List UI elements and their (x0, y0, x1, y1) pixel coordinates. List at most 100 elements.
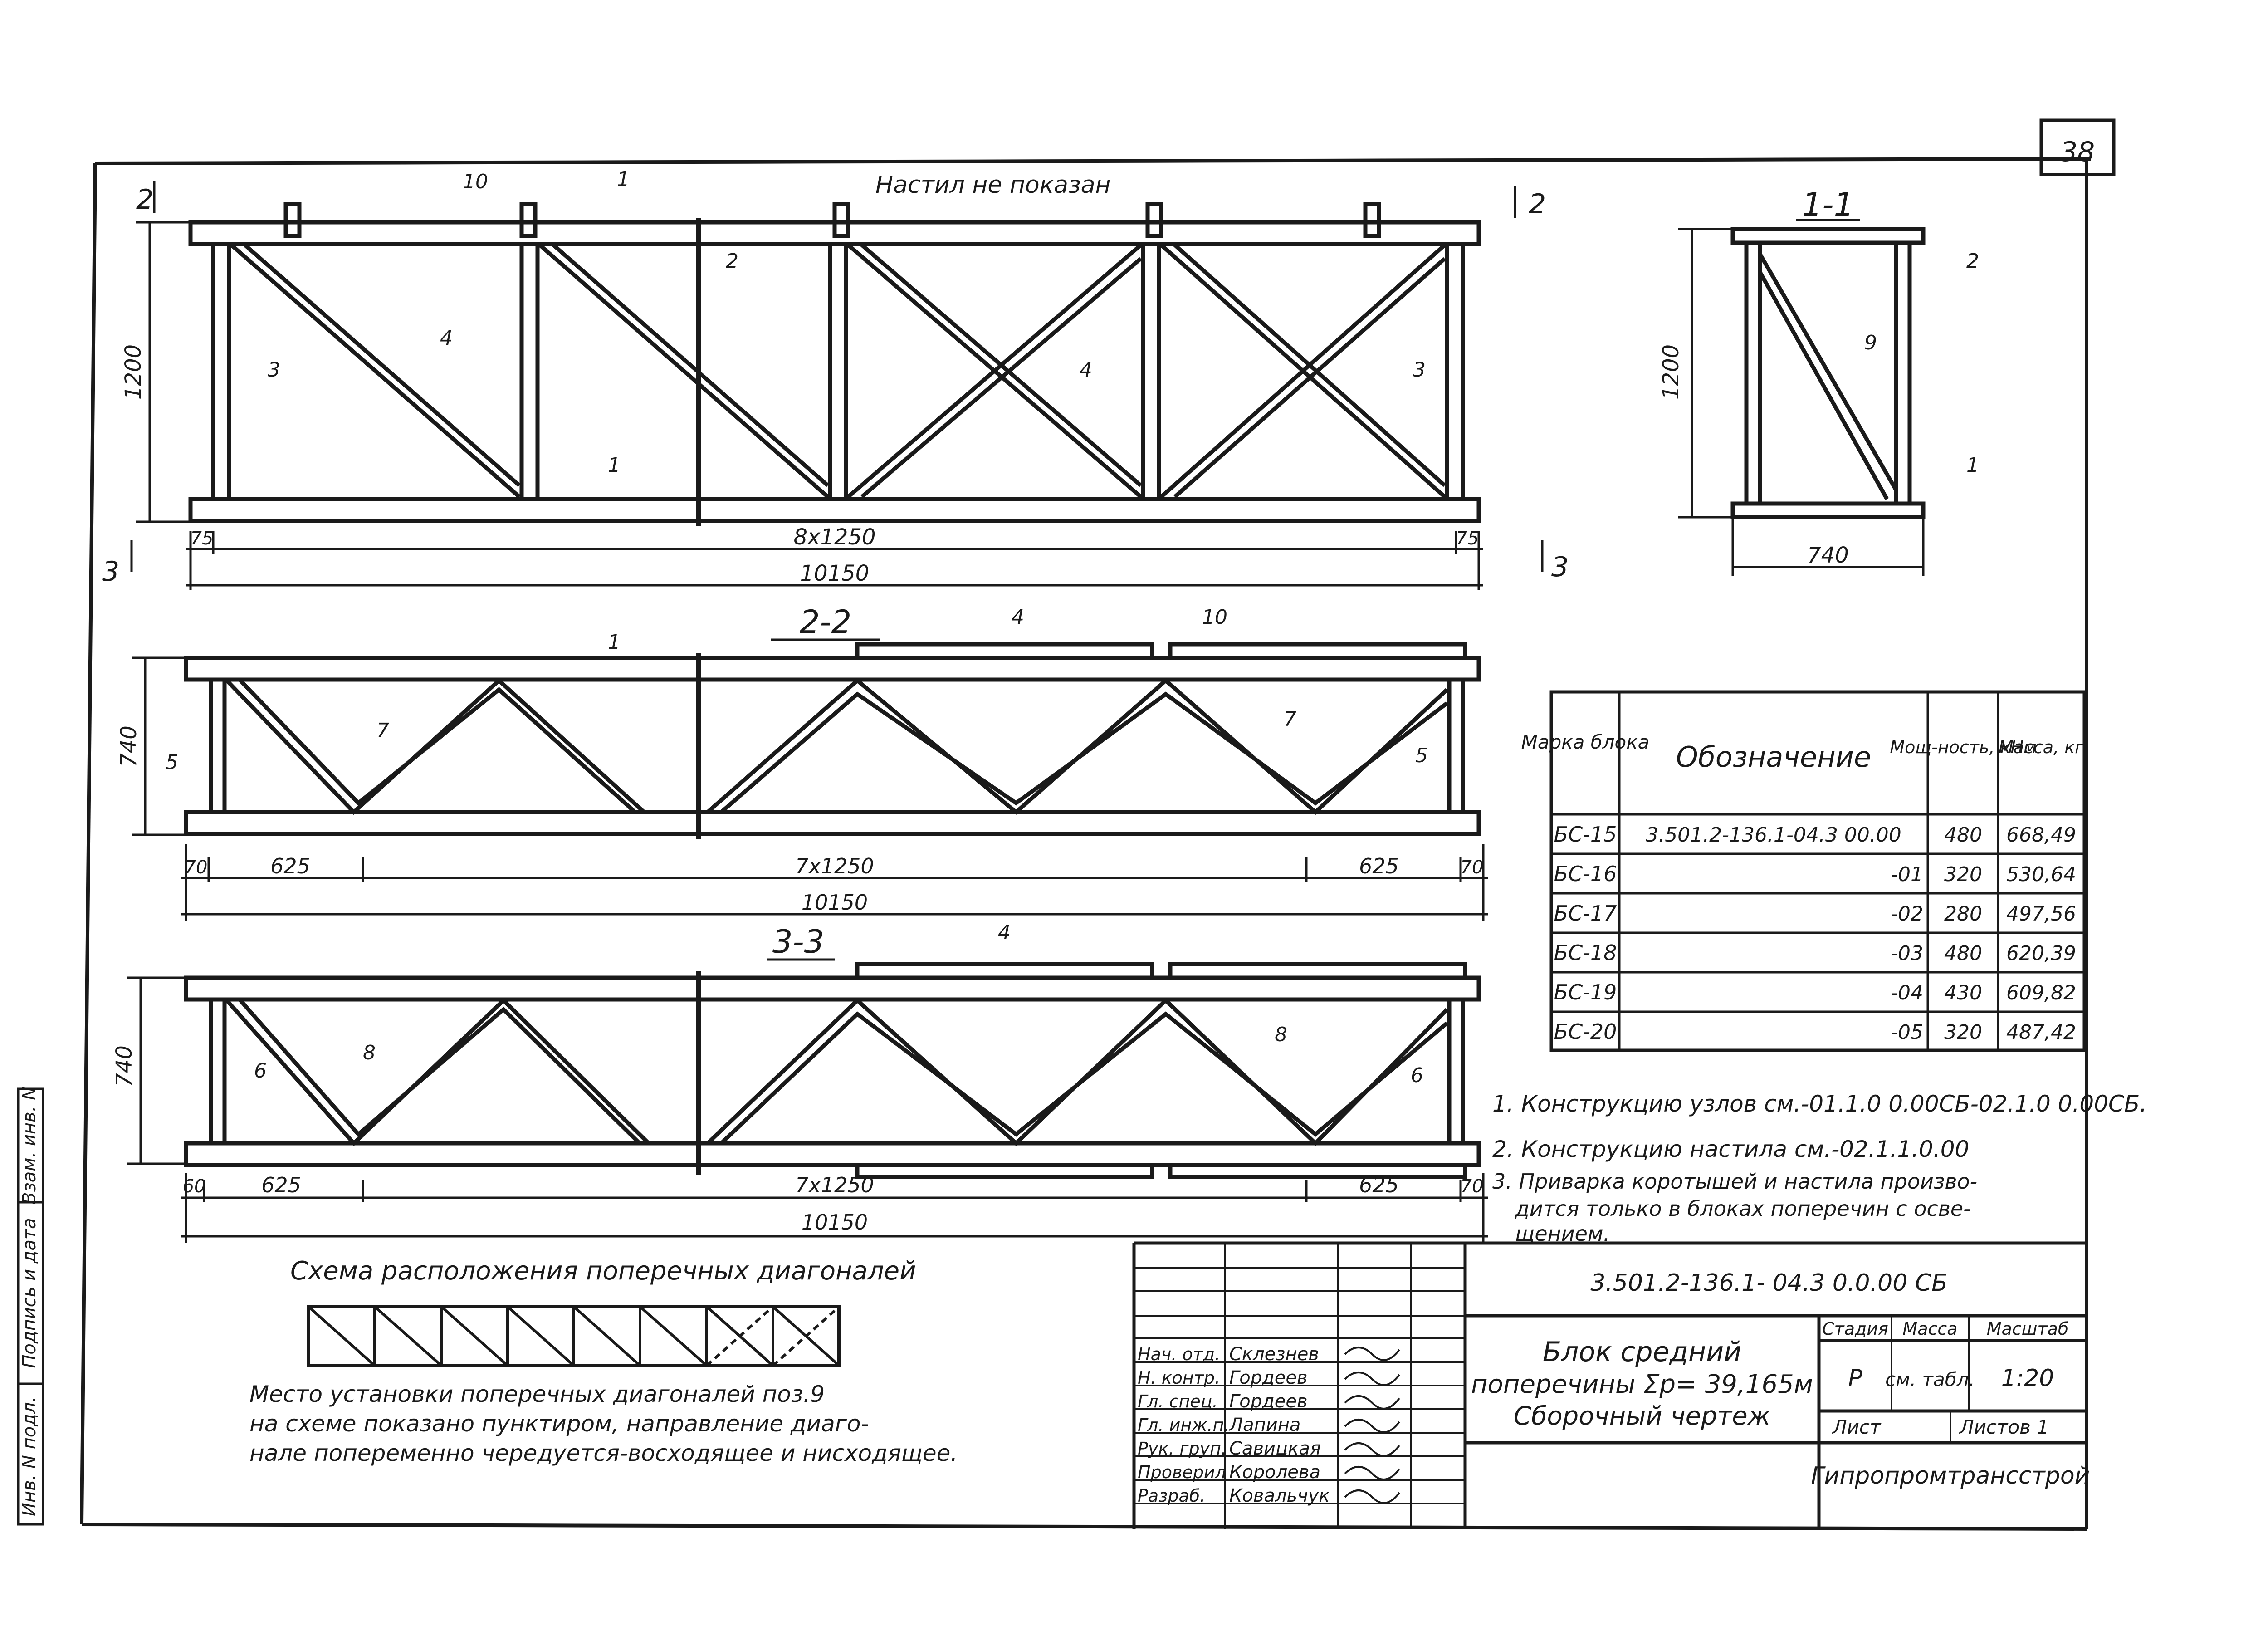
label-section_2_2-callouts-3: 7 (376, 719, 389, 742)
label-notes-2: 3. Приварка коротышей и настила произво- (1492, 1169, 1977, 1194)
label-spec_table-rows-5-1: -05 (1891, 1021, 1923, 1044)
label-spec_table-rows-3-3: 620,39 (2006, 942, 2076, 965)
label-elevation-cut_tag_left: 2 (136, 184, 153, 216)
label-elevation-callouts-0: 10 (463, 170, 488, 193)
label-notes-1: 2. Конструкцию настила см.-02.1.1.0.00 (1492, 1136, 1969, 1162)
label-spec_table-rows-4-2: 430 (1944, 981, 1982, 1004)
label-title_block-mass: см. табл. (1885, 1368, 1975, 1391)
label-elevation-cut_tag_bottom_right: 3 (1551, 551, 1569, 583)
label-title_block-stage_label: Стадия (1822, 1319, 1888, 1339)
label-title_block-org: Гипропромтрансстрой (1811, 1462, 2090, 1489)
label-section_3_3-dim_625_left: 625 (261, 1173, 301, 1197)
label-elevation-end_right: 75 (1456, 528, 1479, 549)
sheet-frame (80, 157, 2092, 1531)
label-title_block-signers-4-name: Савицкая (1229, 1438, 1321, 1459)
label-elevation-cut_tag_bottom_left: 3 (102, 556, 119, 588)
label-section_2_2-callouts-5: 5 (1415, 744, 1428, 767)
label-spec_table-rows-5-0: БС-20 (1554, 1019, 1617, 1044)
label-spec_table-rows-0-3: 668,49 (2006, 823, 2076, 847)
general-notes: 1. Конструкцию узлов см.-01.1.0 0.00СБ-0… (1492, 1091, 2147, 1246)
label-section_1_1-width_dim: 740 (1807, 543, 1849, 568)
label-section_3_3-height_dim: 740 (112, 1045, 137, 1087)
label-section_2_2-end_right: 70 (1461, 857, 1484, 878)
label-title_block-signers-0-name: Склезнев (1229, 1344, 1319, 1365)
elevation-view: Настил не показан (102, 168, 1569, 590)
label-title_block-signers-5-role: Проверил (1138, 1462, 1226, 1482)
label-spec_table-headers-0: Марка блока (1521, 731, 1650, 753)
label-spec_table-rows-4-0: БС-19 (1554, 980, 1617, 1004)
label-spec_table-rows-2-1: -02 (1891, 902, 1923, 926)
label-elevation-spans: 8х1250 (793, 524, 875, 550)
label-section_3_3-callouts-0: 4 (998, 921, 1011, 944)
label-section_2_2-end_left: 70 (185, 857, 208, 878)
label-section_3_3-callouts-3: 8 (1275, 1023, 1287, 1046)
label-scheme-note-1: на схеме показано пунктиром, направление… (249, 1411, 869, 1437)
label-elevation-callouts-5: 4 (1080, 358, 1092, 382)
label-title_block-signers-1-role: Н. контр. (1138, 1368, 1220, 1388)
label-notes-0: 1. Конструкцию узлов см.-01.1.0 0.00СБ-0… (1492, 1091, 2147, 1117)
label-title_block-doc_code: 3.501.2-136.1- 04.3 0.0.00 СБ (1590, 1269, 1948, 1297)
label-elevation-height_dim: 1200 (121, 344, 146, 400)
label-title_block-signers-6-role: Разраб. (1138, 1486, 1205, 1506)
label-title_block-signers-2-role: Гл. спец. (1138, 1391, 1218, 1411)
sheet-number: 38 (2060, 136, 2095, 168)
label-elevation-callouts-6: 3 (1413, 358, 1426, 382)
label-elevation-callouts-4: 1 (608, 454, 621, 477)
label-title_block-signers-3-role: Гл. инж.п. (1138, 1415, 1229, 1435)
label-section_2_2-dim_625_left: 625 (270, 854, 310, 878)
label-side_stamp-2: Взам. инв. N (19, 1087, 40, 1205)
label-title_block-signers-2-name: Гордеев (1229, 1391, 1308, 1412)
label-section_3_3-spans: 7х1250 (795, 1173, 874, 1197)
label-spec_table-rows-1-0: БС-16 (1554, 862, 1617, 886)
label-spec_table-headers-1: Обозначение (1676, 740, 1871, 774)
diagonal-scheme: Схема расположения поперечных диагоналей… (249, 1256, 958, 1466)
label-scheme-title: Схема расположения поперечных диагоналей (290, 1256, 916, 1286)
label-section_2_2-height_dim: 740 (116, 725, 142, 767)
label-spec_table-rows-3-0: БС-18 (1554, 941, 1617, 965)
label-section_2_2-callouts-0: 4 (1012, 606, 1024, 629)
label-notes-3: дится только в блоках поперечин с осве- (1515, 1196, 1971, 1221)
label-title_block-signers-0-role: Нач. отд. (1138, 1344, 1220, 1364)
label-title_block-title_lines-0: Блок средний (1543, 1336, 1741, 1368)
label-spec_table-rows-1-2: 320 (1944, 863, 1982, 886)
label-section_1_1-callouts-2: 1 (1966, 454, 1979, 477)
label-spec_table-rows-4-3: 609,82 (2006, 981, 2076, 1004)
label-section_3_3-end_right: 70 (1461, 1176, 1484, 1197)
label-section_3_3-total: 10150 (802, 1210, 868, 1234)
label-title_block-sheet_label: Лист (1832, 1416, 1882, 1438)
label-spec_table-rows-2-0: БС-17 (1554, 901, 1617, 926)
label-section_2_2-dim_625_right: 625 (1359, 854, 1399, 878)
label-section_3_3-end_left: 60 (183, 1176, 206, 1197)
label-section_1_1-title: 1-1 (1802, 186, 1854, 223)
label-elevation-callouts-2: 3 (268, 358, 280, 382)
label-title_block-signers-5-name: Королева (1229, 1462, 1320, 1483)
label-spec_table-rows-1-3: 530,64 (2006, 863, 2076, 886)
label-section_2_2-cut_tag: 1 (608, 631, 621, 654)
label-section_2_2-callouts-1: 10 (1202, 606, 1227, 629)
label-title_block-stage: Р (1848, 1365, 1862, 1392)
label-section_3_3-callouts-1: 6 (254, 1059, 267, 1083)
label-elevation-callouts-3: 4 (440, 327, 453, 350)
label-section_2_2-spans: 7х1250 (795, 854, 874, 878)
label-spec_table-rows-0-2: 480 (1944, 823, 1982, 847)
signatures (1344, 1347, 1400, 1504)
title-block: 3.501.2-136.1- 04.3 0.0.00 СБ Блок средн… (1132, 1241, 2090, 1529)
label-section_3_3-callouts-2: 8 (363, 1041, 376, 1064)
label-scheme-note-0: Место установки поперечных диагоналей по… (249, 1381, 825, 1407)
section-1-1: 1-1 1200 740 2 9 1 (1658, 186, 1979, 576)
label-title_block-scale_label: Масштаб (1987, 1319, 2069, 1339)
label-elevation-callouts-1: 2 (726, 250, 738, 273)
hidden-note: Настил не показан (875, 171, 1111, 199)
section-2-2: 2-2 1 740 70 70 625 7х1250 625 10150 (116, 603, 1488, 921)
label-section_1_1-callouts-1: 9 (1864, 331, 1877, 354)
label-section_2_2-title: 2-2 (800, 603, 851, 641)
label-spec_table-headers-3: Масса, кг (1999, 737, 2084, 757)
label-spec_table-rows-1-1: -01 (1891, 863, 1923, 886)
label-section_2_2-total: 10150 (802, 890, 868, 915)
label-title_block-title_lines-1: поперечины Σр= 39,165м (1471, 1370, 1813, 1399)
label-title_block-scale: 1:20 (2001, 1365, 2054, 1392)
label-section_2_2-callouts-2: 5 (166, 751, 178, 774)
label-elevation-cut_tag_right: 2 (1529, 188, 1546, 220)
label-title_block-signers-3-name: Лапина (1228, 1415, 1300, 1435)
label-spec_table-rows-5-2: 320 (1944, 1021, 1982, 1044)
